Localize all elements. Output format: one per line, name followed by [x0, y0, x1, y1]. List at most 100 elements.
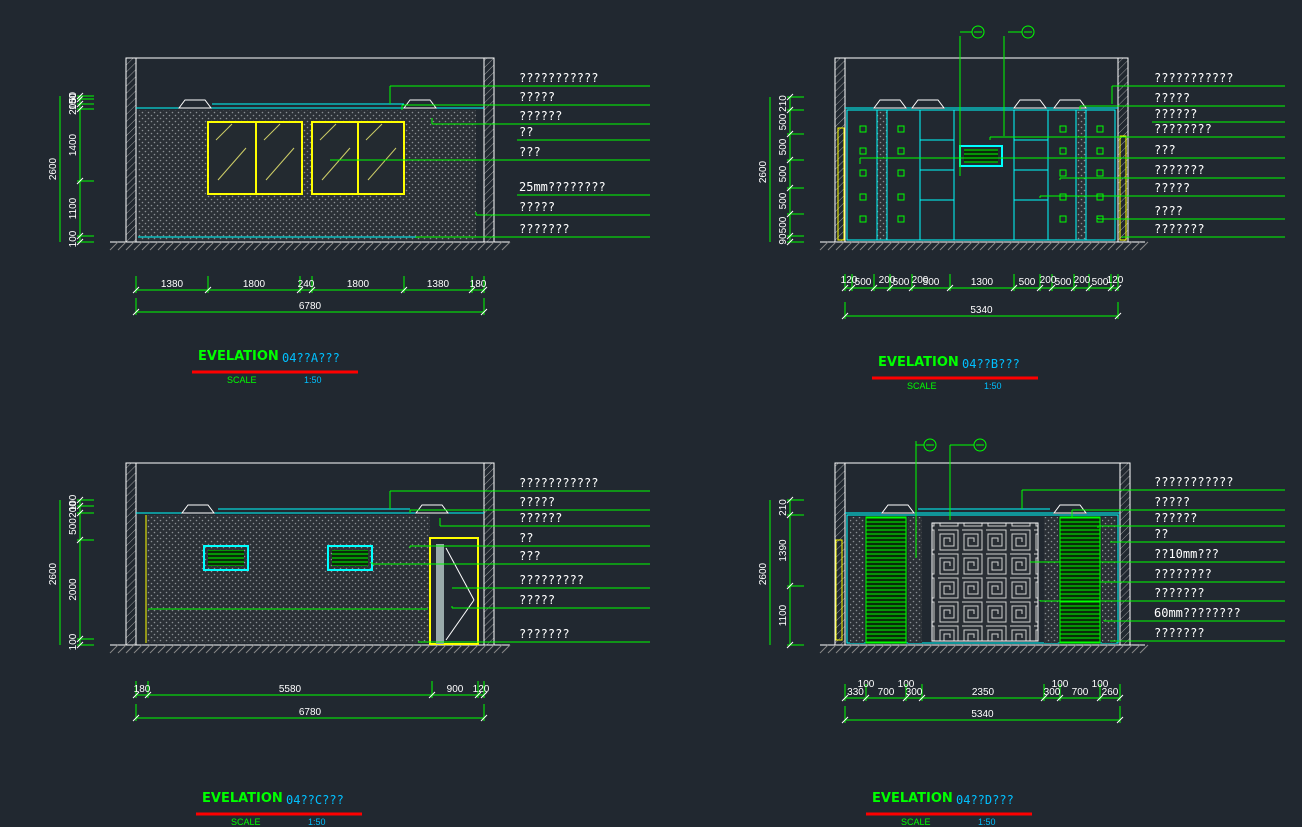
floor-hatch [173, 644, 183, 654]
floor-hatch [947, 241, 957, 251]
dim-b-overall-label: 2600 [758, 160, 769, 183]
callout-note: ??????????? [1154, 71, 1233, 85]
callout-note: ????? [519, 593, 555, 607]
floor-hatch [1131, 241, 1141, 251]
wood-panel-left [865, 516, 907, 644]
dimension-tick [144, 691, 152, 699]
floor-hatch [1083, 241, 1093, 251]
floor-hatch [197, 644, 207, 654]
floor-hatch [117, 241, 127, 251]
floor-hatch [987, 241, 997, 251]
dim-c-height-label: 2000 [68, 578, 79, 601]
dim-d-width-label: 300 [1044, 687, 1061, 698]
floor-hatch [125, 644, 135, 654]
floor-hatch [373, 241, 383, 251]
floor-hatch [987, 644, 997, 654]
floor-hatch [485, 241, 495, 251]
dim-b-top-label: 200 [1074, 275, 1091, 286]
callout-note: ????? [1154, 495, 1190, 509]
floor-hatch [141, 644, 151, 654]
dimension-tick [76, 105, 84, 113]
dimension-tick [480, 691, 488, 699]
dim-a-width-label: 1380 [161, 279, 184, 290]
callout-note: ???????? [1154, 122, 1212, 136]
floor-hatch [891, 644, 901, 654]
dim-a-overall-label: 2600 [48, 157, 59, 180]
pilaster-left [876, 109, 888, 241]
wall-stud [897, 147, 905, 155]
dim-b-total-label: 5340 [970, 305, 993, 316]
door-swing [445, 547, 475, 601]
column-right [1102, 517, 1116, 643]
glass-reflection [263, 123, 281, 141]
elevation-c: ????????????????????????????????????????… [48, 462, 650, 827]
glass-reflection [367, 147, 397, 181]
floor-hatch [109, 241, 119, 251]
floor-hatch [477, 644, 487, 654]
floor-hatch [477, 241, 487, 251]
wall-art-left [203, 545, 249, 571]
fret-screen [931, 522, 1039, 642]
wall-outline [846, 109, 1116, 241]
floor-hatch [157, 241, 167, 251]
dimension-tick [204, 286, 212, 294]
wall-art-right-pattern [332, 550, 368, 566]
dim-b-height-label: 90 [778, 233, 789, 245]
dim-a-width-label: 1380 [427, 279, 450, 290]
dimension-tick [76, 496, 84, 504]
floor-hatch [445, 644, 455, 654]
floor-hatch [333, 644, 343, 654]
dimension-tick [786, 210, 794, 218]
callout-note: ???? [1154, 204, 1183, 218]
ceiling-lamp [1053, 504, 1087, 514]
glass-reflection [265, 147, 295, 181]
floor-hatch [493, 644, 503, 654]
floor-hatch [923, 644, 933, 654]
floor-hatch [429, 241, 439, 251]
floor-hatch [181, 241, 191, 251]
floor-hatch [213, 241, 223, 251]
floor-hatch [429, 644, 439, 654]
floor-hatch [899, 241, 909, 251]
floor-hatch [1091, 644, 1101, 654]
floor-hatch [125, 241, 135, 251]
callout-note: ???????? [1154, 567, 1212, 581]
dim-b-width-label: 500 [893, 277, 910, 288]
floor-hatch [1075, 241, 1085, 251]
floor-hatch [1083, 644, 1093, 654]
floor-hatch [819, 241, 829, 251]
dim-b-width-label: 500 [1055, 277, 1072, 288]
floor-hatch [931, 644, 941, 654]
floor-hatch [819, 644, 829, 654]
floor-hatch [971, 241, 981, 251]
dim-c-width-label: 180 [134, 684, 151, 695]
elevation-subtitle: 04??B??? [962, 357, 1020, 371]
floor-hatch [979, 241, 989, 251]
floor-hatch [301, 644, 311, 654]
floor-hatch [349, 241, 359, 251]
floor-hatch [357, 241, 367, 251]
floor-hatch [915, 241, 925, 251]
dimension-tick [76, 238, 84, 246]
floor-hatch [939, 241, 949, 251]
wall-stud [859, 147, 867, 155]
floor-hatch [141, 241, 151, 251]
dim-a-height-label: 100 [68, 230, 79, 247]
callout-note: ?????? [1154, 511, 1197, 525]
dim-b-height-label: 500 [778, 138, 789, 155]
floor-hatch [971, 644, 981, 654]
wallpaper-panel [138, 110, 476, 240]
dimension-tick [480, 714, 488, 722]
callout-note: ?????? [519, 109, 562, 123]
pilaster-right [1075, 109, 1087, 241]
dim-b-width-label: 1300 [971, 277, 994, 288]
floor-hatch [189, 241, 199, 251]
floor-hatch [165, 241, 175, 251]
dim-b-top-label: 120 [841, 275, 858, 286]
wall-outline [846, 514, 1119, 644]
ceiling-lamp [1053, 99, 1087, 109]
floor-hatch [1019, 241, 1029, 251]
floor-hatch [899, 644, 909, 654]
floor-hatch [501, 644, 511, 654]
floor-hatch [1019, 644, 1029, 654]
